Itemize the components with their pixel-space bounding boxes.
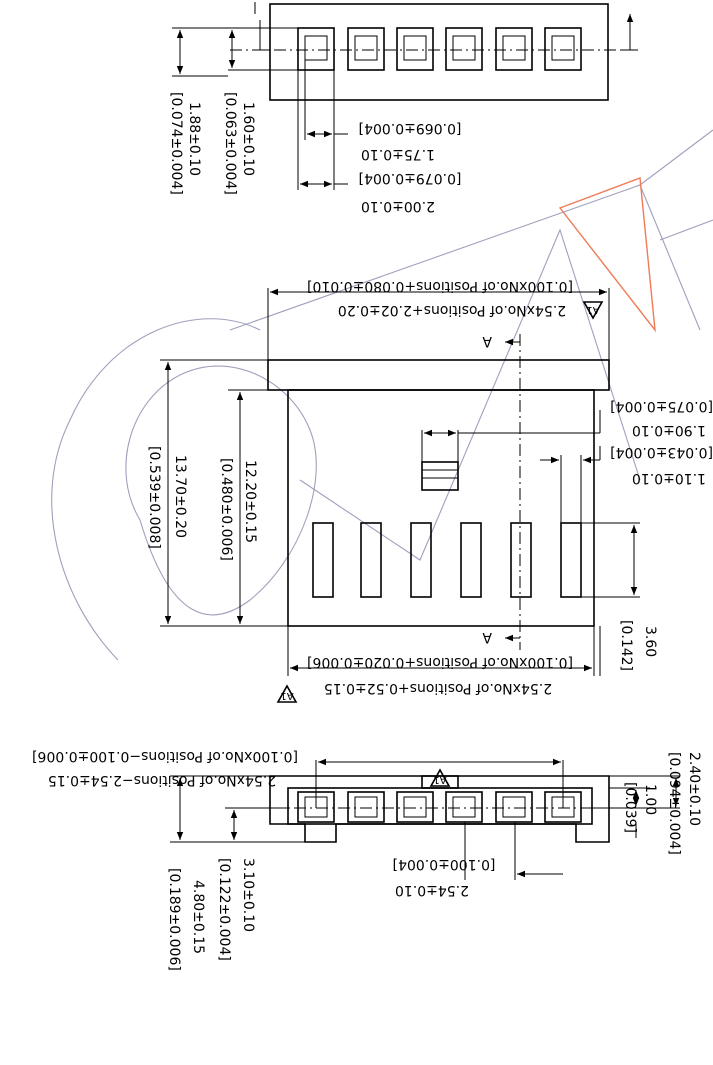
top-view (172, 2, 640, 190)
dim-latch-width-in: [0.075±0.004] (610, 398, 713, 414)
dim-right-a-in: [0.094±0.004] (666, 752, 682, 855)
dim-height-a: 1.60±0.10 (240, 102, 256, 176)
dim-top-length-in: [0.100xNo.of Positions+0.080±0.010] (307, 278, 573, 294)
dim-latch-width: 1.90±0.10 (632, 422, 706, 438)
dim-slot-width: 1.10±0.10 (632, 470, 706, 486)
dim-slot-height: 3.60 (642, 626, 658, 657)
dim-body-height: 12.20±0.15 (242, 460, 258, 543)
front-view-labels: [0.100xNo.of Positions+0.080±0.010] 2.54… (146, 278, 713, 696)
terminal-cavities-top (297, 27, 582, 71)
watermark-logo (51, 129, 713, 661)
dim-depth-a: 3.10±0.10 (240, 858, 256, 932)
contact-slots (312, 522, 582, 598)
dim-length: 2.54xNo.of Positions−2.54±0.15 (48, 772, 276, 788)
revision-triangle-bottom: A1 (276, 684, 298, 703)
dim-height-b: 1.88±0.10 (186, 102, 202, 176)
top-view-labels: [0.069±0.004] 1.75±0.10 [0.079±0.004] 2.… (168, 92, 461, 214)
dim-right-b-in: [0.039] (622, 782, 638, 833)
revision-triangle-top: A1 (582, 301, 604, 320)
dim-length-in: [0.100xNo.of Positions−0.100±0.006] (32, 748, 298, 764)
dim-window: 2.00±0.10 (361, 198, 435, 214)
section-label-top: A (482, 333, 492, 349)
svg-text:A1: A1 (586, 304, 599, 315)
section-label-bottom: A (482, 629, 492, 645)
terminal-cavities-end (297, 791, 582, 823)
dim-pitch-in: [0.100±0.004] (393, 856, 496, 872)
dim-bottom-length: 2.54xNo.of Positions+0.52±0.15 (324, 680, 552, 696)
svg-text:A1: A1 (433, 774, 446, 785)
front-view (160, 288, 640, 676)
dim-depth-a-in: [0.122±0.004] (216, 858, 232, 961)
svg-text:A1: A1 (280, 690, 293, 701)
dim-overall-height: 13.70±0.20 (172, 455, 188, 538)
dim-depth-b-in: [0.189±0.006] (166, 868, 182, 971)
dim-height-a-in: [0.063±0.004] (222, 92, 238, 195)
dim-pitch: 2.54±0.10 (395, 882, 469, 898)
dim-body-height-in: [0.480±0.006] (218, 458, 234, 561)
dim-pitch-small-in: [0.069±0.004] (359, 120, 462, 136)
dim-pitch-small: 1.75±0.10 (361, 146, 435, 162)
end-view (170, 758, 680, 880)
dim-right-b: 1.00 (642, 784, 658, 815)
dim-depth-b: 4.80±0.15 (190, 880, 206, 954)
dim-slot-width-in: [0.043±0.004] (610, 444, 713, 460)
revision-triangle-end: A1 (429, 768, 451, 787)
dim-window-in: [0.079±0.004] (359, 170, 462, 186)
dim-top-length: 2.54xNo.of Positions+2.02±0.20 (338, 302, 566, 318)
dim-right-a: 2.40±0.10 (686, 752, 702, 826)
dim-overall-height-in: [0.539±0.008] (146, 446, 162, 549)
end-view-labels: [0.100xNo.of Positions−0.100±0.006] 2.54… (32, 748, 702, 971)
dim-height-b-in: [0.074±0.004] (168, 92, 184, 195)
dim-slot-height-in: [0.142] (618, 620, 634, 671)
dim-bottom-length-in: [0.100xNo.of Positions+0.020±0.006] (307, 654, 573, 670)
